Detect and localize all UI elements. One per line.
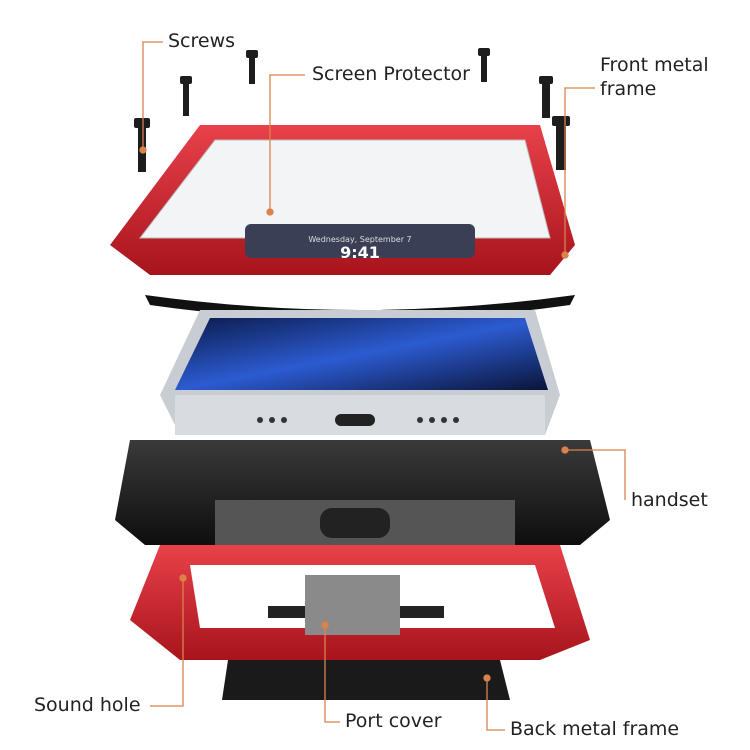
label-handset: handset [631, 489, 708, 511]
back-plate [222, 660, 510, 700]
handset-case [115, 440, 610, 545]
label-screen-protector: Screen Protector [312, 63, 470, 85]
label-port-cover: Port cover [345, 710, 442, 732]
screen-time: 9:41 [340, 243, 380, 262]
label-front-frame-line1: Front metal [600, 54, 709, 76]
label-back-metal-frame: Back metal frame [510, 718, 680, 740]
label-sound-hole: Sound hole [34, 694, 141, 716]
label-screws: Screws [168, 30, 236, 52]
screen-preview [245, 224, 475, 258]
leader-lines [139, 41, 626, 731]
phone [160, 310, 560, 435]
label-front-frame-line2: frame [600, 78, 657, 100]
port-cover [268, 575, 444, 635]
front-metal-frame: Wednesday, September 7 9:41 [110, 125, 575, 275]
screen-date: Wednesday, September 7 [308, 235, 411, 244]
